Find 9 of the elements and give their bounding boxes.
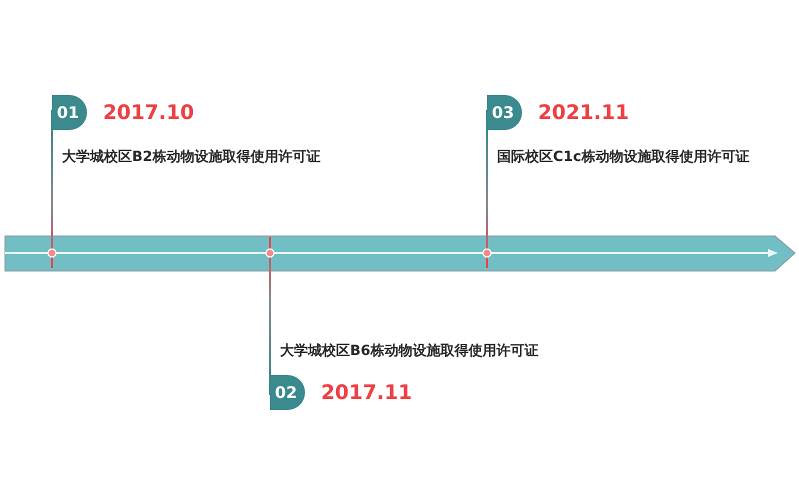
milestone-description: 大学城校区B2栋动物设施取得使用许可证 (62, 148, 320, 166)
milestone-description: 大学城校区B6栋动物设施取得使用许可证 (280, 342, 538, 360)
number-flag: 01 (52, 95, 87, 130)
number-flag: 03 (487, 95, 522, 130)
date-label: 2017.10 (103, 100, 194, 124)
date-label: 2017.11 (321, 380, 412, 404)
number-flag: 02 (270, 375, 305, 410)
milestone-description: 国际校区C1c栋动物设施取得使用许可证 (497, 148, 750, 166)
date-label: 2021.11 (538, 100, 630, 124)
